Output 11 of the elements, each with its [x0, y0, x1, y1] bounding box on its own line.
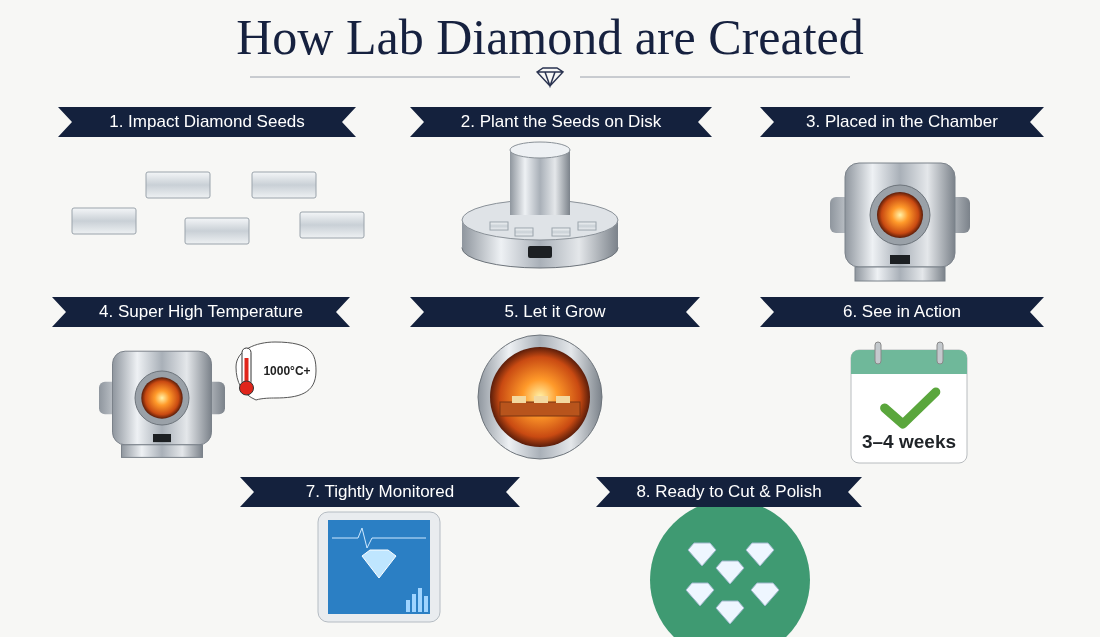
step-title: 6. See in Action	[842, 302, 962, 322]
step-title: 3. Placed in the Chamber	[806, 112, 998, 132]
temperature-label: 1000°C+	[263, 364, 311, 378]
step-title: 7. Tightly Monitored	[305, 482, 455, 502]
step-title: 5. Let it Grow	[504, 302, 606, 322]
step-title: 1. Impact Diamond Seeds	[109, 112, 305, 132]
title: How Lab Diamond are Created	[236, 9, 864, 65]
step-title: 8. Ready to Cut & Polish	[636, 482, 822, 502]
duration-label: 3–4 weeks	[862, 431, 956, 453]
step-title: 4. Super High Temperature	[99, 302, 303, 322]
step-title: 2. Plant the Seeds on Disk	[460, 112, 662, 132]
